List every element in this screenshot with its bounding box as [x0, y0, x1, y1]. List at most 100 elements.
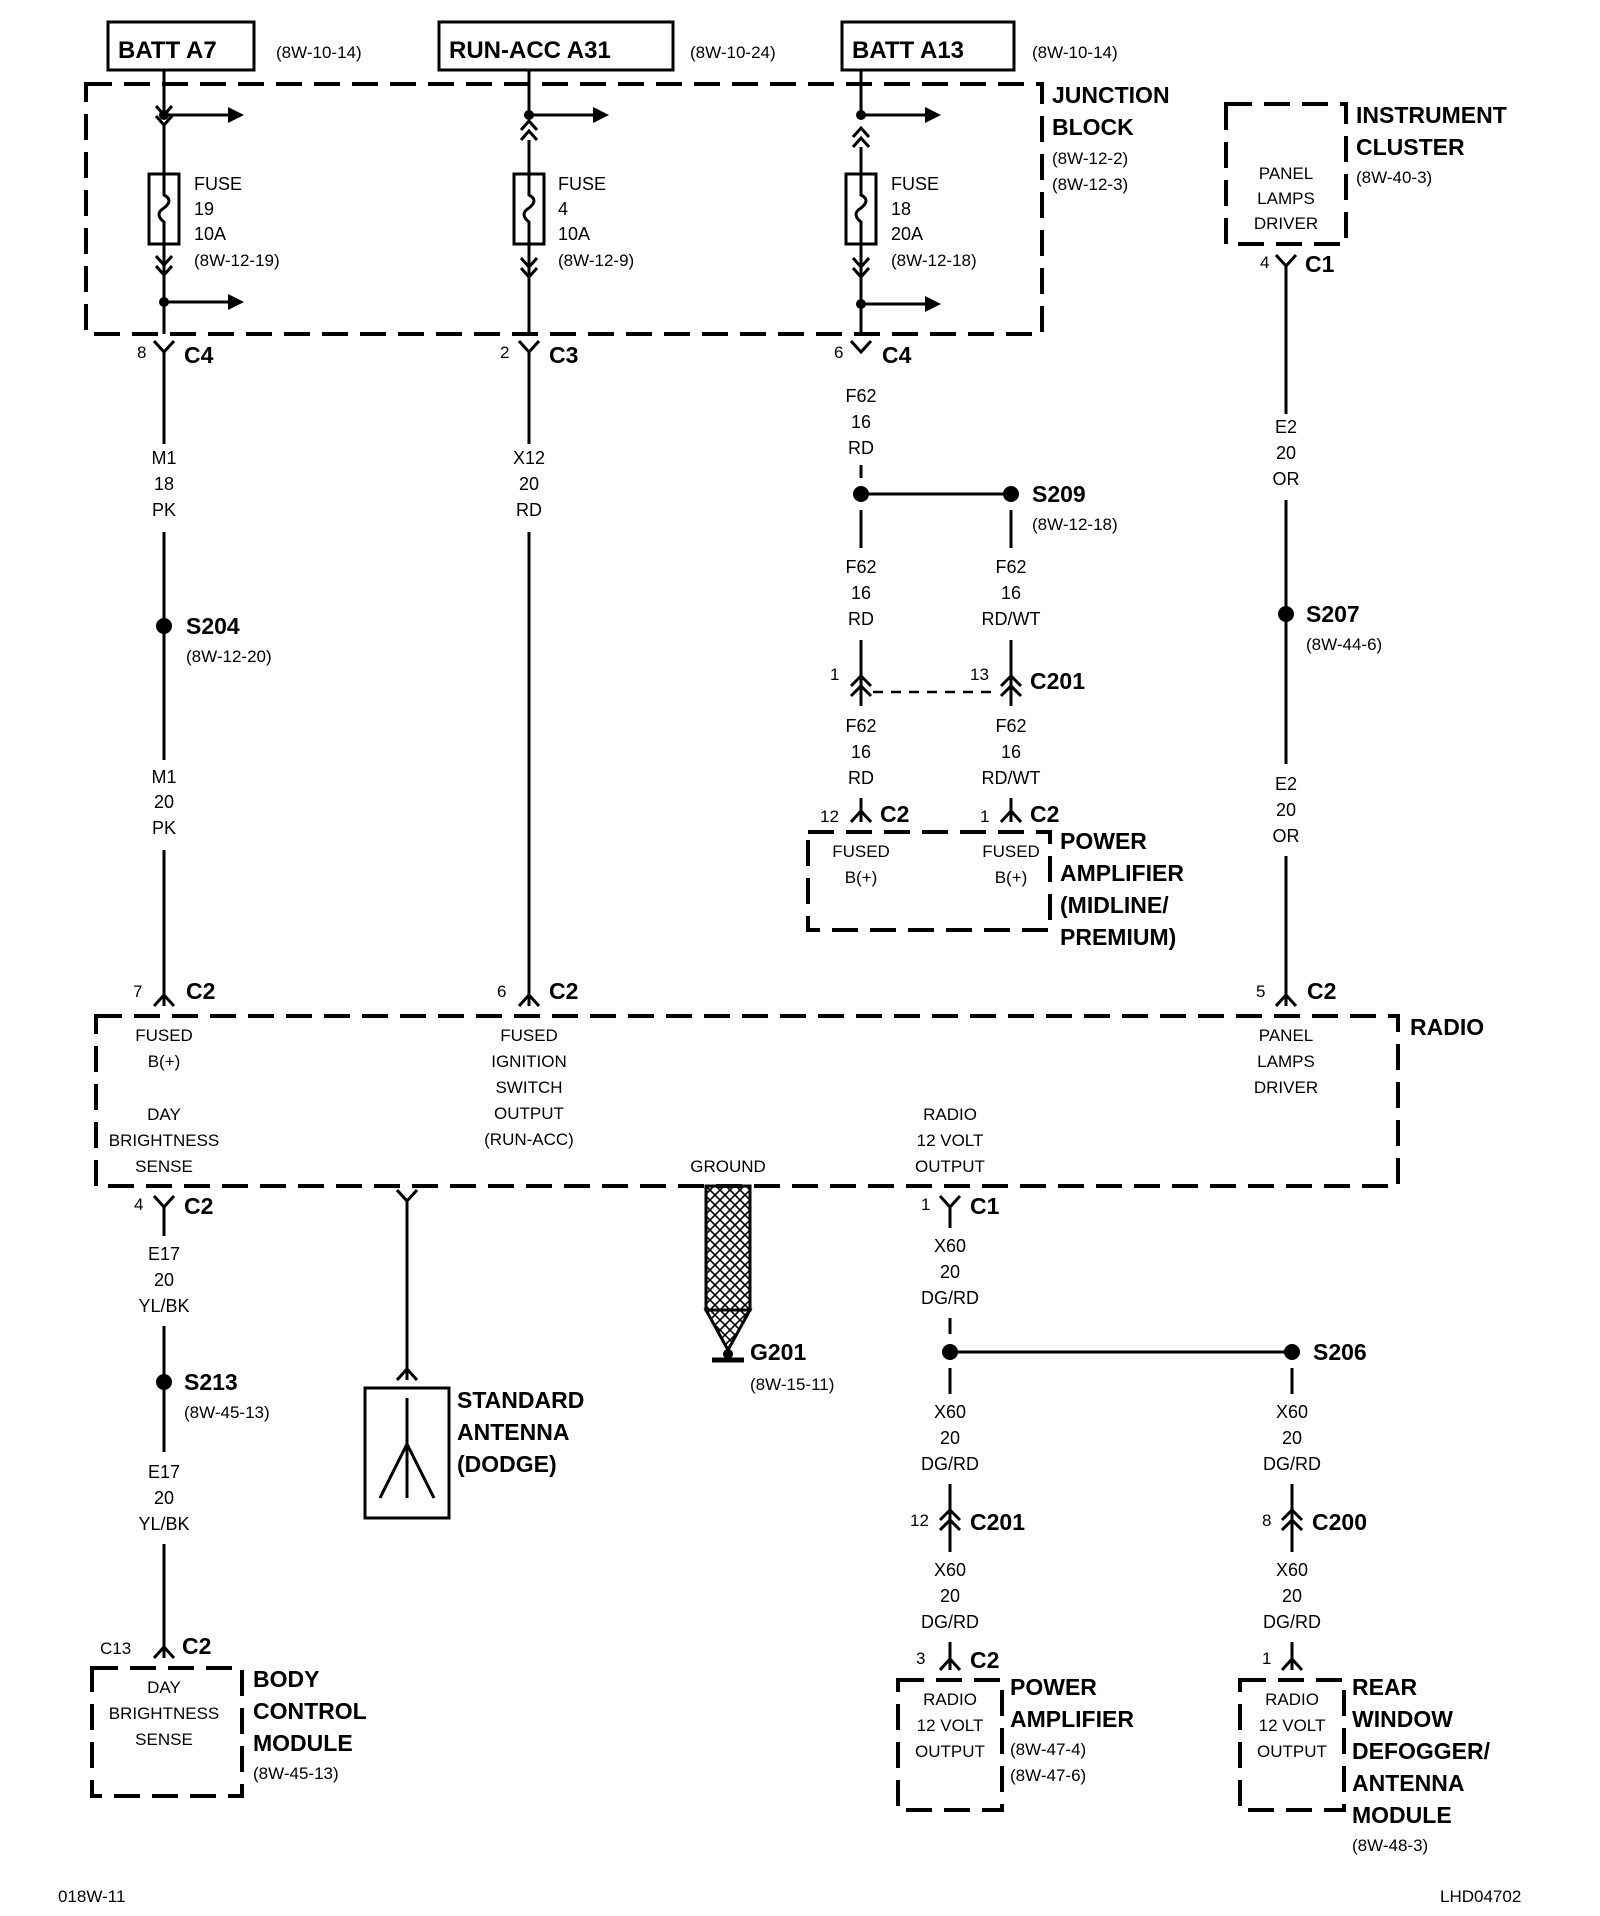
svg-text:C4: C4	[882, 342, 912, 368]
svg-text:DG/RD: DG/RD	[921, 1454, 979, 1474]
svg-text:DEFOGGER/: DEFOGGER/	[1352, 1738, 1491, 1764]
svg-text:SENSE: SENSE	[135, 1157, 193, 1176]
svg-text:ANTENNA: ANTENNA	[1352, 1770, 1464, 1796]
svg-text:12 VOLT: 12 VOLT	[917, 1131, 984, 1150]
svg-text:3: 3	[916, 1649, 925, 1668]
radio-c2-day-brightness: 4 C2	[134, 1193, 213, 1219]
amp-c2-connector: 3 C2	[916, 1647, 999, 1673]
svg-text:C3: C3	[549, 342, 578, 368]
fuse-18-l3: 20A	[891, 224, 923, 244]
svg-text:20: 20	[1276, 800, 1296, 820]
svg-text:C2: C2	[182, 1633, 211, 1659]
svg-text:RD: RD	[848, 438, 874, 458]
wire-x12: X12 20 RD	[513, 352, 545, 1006]
svg-text:20: 20	[940, 1428, 960, 1448]
svg-text:RADIO: RADIO	[1265, 1690, 1319, 1709]
svg-text:X60: X60	[1276, 1560, 1308, 1580]
svg-text:SWITCH: SWITCH	[495, 1078, 562, 1097]
svg-text:E17: E17	[148, 1244, 180, 1264]
svg-text:STANDARD: STANDARD	[457, 1387, 584, 1413]
svg-text:REAR: REAR	[1352, 1674, 1418, 1700]
connector-c200-x60: 8 C200	[1262, 1507, 1367, 1535]
svg-text:AMPLIFIER: AMPLIFIER	[1060, 860, 1184, 886]
connector-c201-x60: 12 C201	[910, 1507, 1025, 1535]
batt-a7-ref: (8W-10-14)	[276, 43, 362, 62]
bcm-connector: C13 C2	[100, 1633, 211, 1660]
svg-text:C2: C2	[970, 1647, 999, 1673]
svg-text:(RUN-ACC): (RUN-ACC)	[484, 1130, 574, 1149]
connector-c4-6: 6 C4	[834, 339, 912, 368]
svg-text:F62: F62	[995, 716, 1026, 736]
svg-text:OR: OR	[1273, 826, 1300, 846]
svg-text:FUSED: FUSED	[500, 1026, 558, 1045]
svg-text:C201: C201	[970, 1509, 1025, 1535]
splice-s209: S209	[1032, 481, 1086, 507]
junction-block-title2: BLOCK	[1052, 114, 1134, 140]
svg-text:C2: C2	[186, 978, 215, 1004]
svg-text:C1: C1	[970, 1193, 1000, 1219]
svg-text:(8W-12-18): (8W-12-18)	[1032, 515, 1118, 534]
junction-block-ref2: (8W-12-3)	[1052, 175, 1128, 194]
connector-c2-amp-top: 12 C2 1 C2	[820, 801, 1059, 827]
svg-text:MODULE: MODULE	[1352, 1802, 1452, 1828]
svg-text:DG/RD: DG/RD	[921, 1612, 979, 1632]
radio-module: RADIO FUSED B(+) DAY BRIGHTNESS SENSE FU…	[94, 1014, 1484, 1188]
fuse-19-l3: 10A	[194, 224, 226, 244]
wire-f62-lower: F62 16 RD F62 16 RD/WT	[845, 716, 1040, 822]
batt-a13-ref: (8W-10-14)	[1032, 43, 1118, 62]
svg-text:16: 16	[1001, 583, 1021, 603]
svg-text:CONTROL: CONTROL	[253, 1698, 367, 1724]
footer-right: LHD04702	[1440, 1887, 1521, 1906]
svg-text:IGNITION: IGNITION	[491, 1052, 567, 1071]
wire-f62: F62 16 RD S209 (8W-12-18) F62 16 RD F62 …	[845, 386, 1118, 706]
svg-text:(DODGE): (DODGE)	[457, 1451, 557, 1477]
body-control-module: DAY BRIGHTNESS SENSE BODY CONTROL MODULE…	[90, 1666, 367, 1798]
wire-e17: E17 20 YL/BK S213 (8W-45-13) E17 20 YL/B…	[138, 1207, 270, 1658]
svg-text:X60: X60	[1276, 1402, 1308, 1422]
radio-title: RADIO	[1410, 1014, 1484, 1040]
svg-text:1: 1	[830, 665, 839, 684]
svg-text:20: 20	[1282, 1428, 1302, 1448]
svg-text:DG/RD: DG/RD	[1263, 1454, 1321, 1474]
svg-text:LAMPS: LAMPS	[1257, 1052, 1315, 1071]
svg-text:12: 12	[910, 1511, 929, 1530]
svg-text:C2: C2	[1307, 978, 1336, 1004]
fuse-19-circuit: FUSE 19 10A (8W-12-19)	[147, 70, 280, 334]
svg-text:RADIO: RADIO	[923, 1105, 977, 1124]
svg-text:PANEL: PANEL	[1259, 1026, 1314, 1045]
svg-text:20: 20	[154, 792, 174, 812]
svg-text:20: 20	[940, 1586, 960, 1606]
svg-text:OUTPUT: OUTPUT	[915, 1742, 985, 1761]
svg-text:12 VOLT: 12 VOLT	[1259, 1716, 1326, 1735]
svg-text:16: 16	[1001, 742, 1021, 762]
svg-text:X60: X60	[934, 1236, 966, 1256]
run-acc-a31-box: RUN-ACC A31 (8W-10-24)	[437, 20, 776, 72]
svg-text:DG/RD: DG/RD	[1263, 1612, 1321, 1632]
svg-text:X60: X60	[934, 1402, 966, 1422]
svg-text:FUSED: FUSED	[135, 1026, 193, 1045]
junction-block: JUNCTION BLOCK (8W-12-2) (8W-12-3)	[84, 82, 1170, 336]
svg-text:20: 20	[519, 474, 539, 494]
svg-text:SENSE: SENSE	[135, 1730, 193, 1749]
svg-text:F62: F62	[845, 716, 876, 736]
svg-text:OUTPUT: OUTPUT	[494, 1104, 564, 1123]
batt-a7-label: BATT A7	[118, 37, 217, 64]
svg-text:OR: OR	[1273, 469, 1300, 489]
svg-text:20: 20	[940, 1262, 960, 1282]
fuse-18-l2: 18	[891, 199, 911, 219]
fuse-18-l1: FUSE	[891, 174, 939, 194]
batt-a13-label: BATT A13	[852, 37, 964, 64]
fuse-4-circuit: FUSE 4 10A (8W-12-9)	[512, 70, 634, 334]
svg-text:RD: RD	[848, 609, 874, 629]
svg-text:BRIGHTNESS: BRIGHTNESS	[109, 1704, 220, 1723]
splice-s213: S213	[184, 1369, 238, 1395]
svg-text:M1: M1	[151, 767, 176, 787]
svg-text:DG/RD: DG/RD	[921, 1288, 979, 1308]
svg-text:1: 1	[980, 807, 989, 826]
svg-text:ANTENNA: ANTENNA	[457, 1419, 569, 1445]
fuse-4-l2: 4	[558, 199, 568, 219]
svg-text:C201: C201	[1030, 668, 1085, 694]
splice-s207: S207	[1306, 601, 1360, 627]
fuse-4-l3: 10A	[558, 224, 590, 244]
ic-title2: CLUSTER	[1356, 134, 1465, 160]
